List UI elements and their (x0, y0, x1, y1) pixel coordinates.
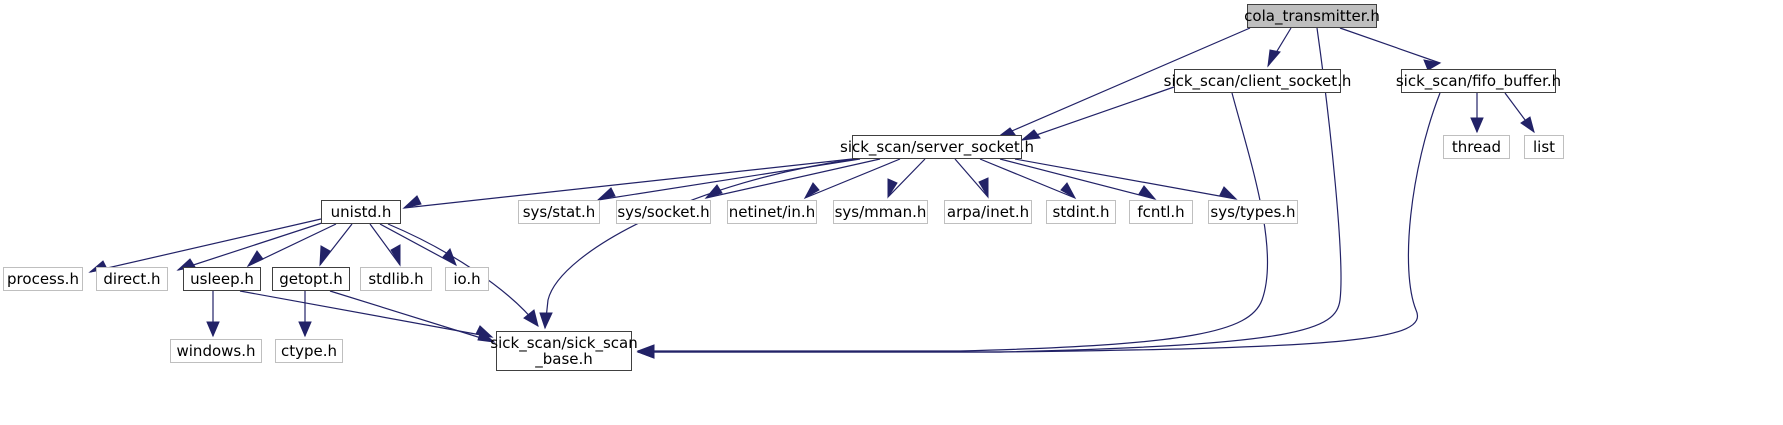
edge-server_socket-to-arpa_inet (954, 158, 989, 199)
graph-node-list[interactable]: list (1524, 135, 1564, 159)
edge-fifo_buffer-to-list (1504, 92, 1535, 134)
graph-node-io[interactable]: io.h (445, 267, 489, 291)
graph-node-getopt[interactable]: getopt.h (272, 267, 350, 291)
edge-arrowhead (523, 309, 539, 328)
graph-node-fifo_buffer[interactable]: sick_scan/fifo_buffer.h (1396, 69, 1561, 93)
edge-arrowhead (1138, 185, 1157, 200)
edge-fifo_buffer-to-sick_scan_base (636, 92, 1441, 359)
edge-server_socket-to-sys_mman (887, 158, 926, 199)
edge-arrowhead (596, 187, 616, 201)
edge-arrowhead (1520, 116, 1535, 134)
graph-node-stdlib[interactable]: stdlib.h (360, 267, 432, 291)
edge-server_socket-to-stdint (979, 158, 1077, 200)
edge-arrowhead (1470, 117, 1484, 134)
graph-node-sys_stat[interactable]: sys/stat.h (518, 200, 600, 224)
edge-arrowhead (206, 321, 220, 338)
graph-node-direct[interactable]: direct.h (96, 267, 168, 291)
graph-node-server_socket[interactable]: sick_scan/server_socket.h (840, 135, 1034, 159)
graph-node-sys_types[interactable]: sys/types.h (1208, 200, 1298, 224)
edge-unistd-to-stdlib (369, 223, 401, 267)
edge-arrowhead (1060, 182, 1077, 200)
graph-node-netinet_in[interactable]: netinet/in.h (727, 200, 817, 224)
edge-server_socket-to-fcntl (999, 158, 1157, 200)
graph-node-usleep[interactable]: usleep.h (183, 267, 261, 291)
edge-unistd-to-usleep (246, 223, 337, 268)
edge-server_socket-to-sys_types (1014, 158, 1238, 200)
edge-fifo_buffer-to-thread (1470, 93, 1484, 134)
edge-cola_transmitter-to-fifo_buffer (1339, 27, 1442, 71)
edge-arrowhead (1219, 186, 1238, 200)
edge-arrowhead (1423, 59, 1442, 71)
edge-arrowhead (402, 195, 422, 209)
graph-node-client_socket[interactable]: sick_scan/client_socket.h (1164, 69, 1351, 93)
edge-arrowhead (319, 245, 331, 267)
edge-arrowhead (246, 250, 264, 268)
edge-arrowhead (298, 321, 312, 338)
edge-client_socket-to-sick_scan_base (636, 92, 1269, 358)
edge-arrowhead (477, 330, 496, 343)
edge-arrowhead (390, 244, 401, 267)
edge-usleep-to-windows (206, 291, 220, 338)
edge-unistd-to-process (88, 218, 322, 273)
edge-getopt-to-sick_scan_base (329, 290, 496, 343)
edge-server_socket-to-sys_socket (704, 158, 881, 199)
edge-arrowhead (887, 178, 898, 199)
edge-unistd-to-getopt (319, 223, 353, 267)
edge-cola_transmitter-to-client_socket (1267, 27, 1292, 68)
graph-node-sick_scan_base[interactable]: sick_scan/sick_scan _base.h (490, 331, 638, 371)
edge-arrowhead (636, 345, 655, 359)
graph-node-stdint[interactable]: stdint.h (1046, 200, 1116, 224)
graph-node-sys_mman[interactable]: sys/mman.h (833, 200, 928, 224)
graph-node-fcntl[interactable]: fcntl.h (1129, 200, 1193, 224)
edge-arrowhead (978, 177, 989, 199)
edge-server_socket-to-unistd (402, 158, 853, 209)
edge-getopt-to-ctype (298, 291, 312, 338)
edge-arrowhead (1267, 49, 1281, 68)
edge-server_socket-to-netinet_in (803, 158, 901, 200)
graph-node-cola_transmitter[interactable]: cola_transmitter.h (1244, 4, 1380, 28)
edge-unistd-to-io (379, 223, 457, 267)
edge-arrowhead (1020, 129, 1041, 141)
graph-node-sys_socket[interactable]: sys/socket.h (616, 200, 711, 224)
graph-node-thread[interactable]: thread (1443, 135, 1510, 159)
graph-node-ctype[interactable]: ctype.h (275, 339, 343, 363)
graph-node-arpa_inet[interactable]: arpa/inet.h (944, 200, 1032, 224)
edge-client_socket-to-server_socket (1020, 86, 1175, 141)
graph-node-windows[interactable]: windows.h (170, 339, 262, 363)
graph-node-process[interactable]: process.h (3, 267, 83, 291)
graph-node-unistd[interactable]: unistd.h (321, 200, 401, 224)
edge-arrowhead (539, 312, 553, 330)
edge-arrowhead (803, 182, 820, 200)
edge-arrowhead (704, 184, 723, 199)
